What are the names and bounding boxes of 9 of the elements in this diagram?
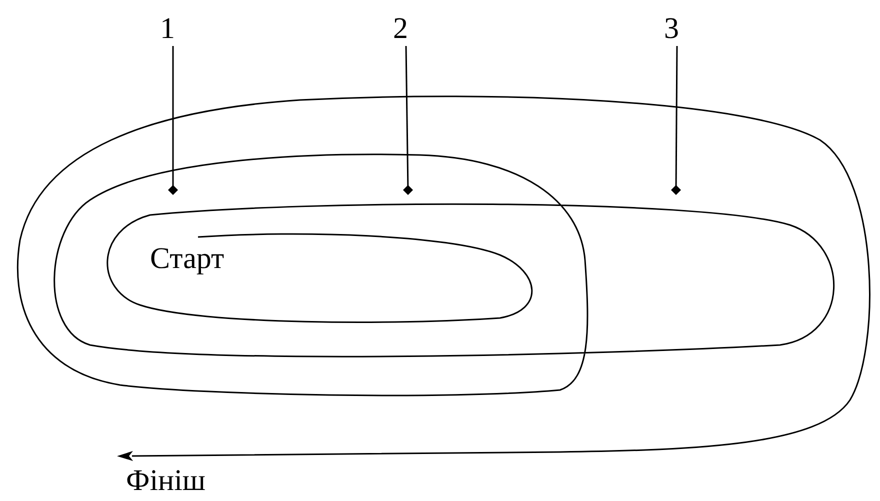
- callout-number: 3: [664, 14, 679, 44]
- spiral-arrow: [18, 96, 870, 461]
- route-label: Старт: [150, 244, 224, 274]
- route-label: Фініш: [126, 466, 206, 496]
- leader-line: [403, 46, 413, 195]
- callout-number: 2: [393, 14, 408, 44]
- leader-line: [168, 46, 178, 195]
- callout-number: 1: [160, 14, 175, 44]
- leader-line: [671, 46, 681, 195]
